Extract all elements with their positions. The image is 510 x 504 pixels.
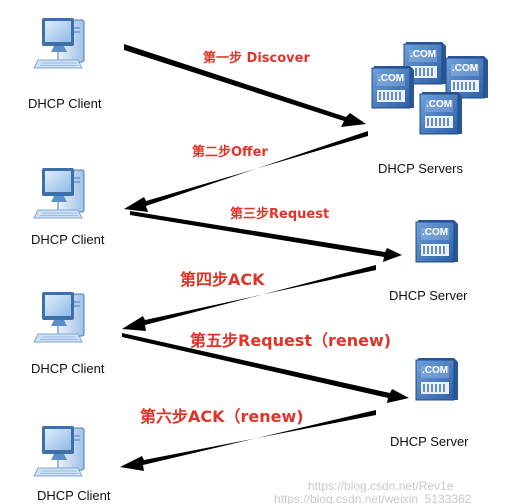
arrow-ack [122,265,376,331]
arrow-discover [124,44,366,127]
server-badge: .COM [378,73,404,84]
step-label-3: 第三步Request [230,206,329,222]
server-icon-2: .COM [415,357,459,401]
server-label-3: DHCP Server [390,434,469,449]
client-computer-icon-3 [33,291,85,343]
watermark-line-1: https://blog.csdn.net/Rev1e [308,479,454,493]
server-label-1: DHCP Servers [378,161,464,176]
client-computer-icon-1 [33,17,85,69]
step-label-6: 第六步ACK（renew) [140,407,304,426]
server-badge: .COM [422,365,448,376]
client-computer-icon-2 [33,167,85,219]
client-label-4: DHCP Client [37,488,111,503]
step-label-5: 第五步Request（renew) [190,331,391,350]
client-label-2: DHCP Client [31,232,105,247]
step-label-4: 第四步ACK [180,270,265,289]
watermark-line-2: https://blog.csdn.net/weixin_5133362 [274,492,472,504]
client-label-3: DHCP Client [31,361,105,376]
server-label-2: DHCP Server [389,288,468,303]
arrow-request [130,211,402,262]
step-label-2: 第二步Offer [192,144,268,160]
arrow-offer [124,131,368,212]
client-label-1: DHCP Client [28,96,102,111]
server-icon-1: .COM [415,219,459,263]
client-computer-icon-4 [33,425,85,477]
server-badge: .COM [410,49,436,60]
server-badge: .COM [426,99,452,110]
step-label-1: 第一步 Discover [203,50,310,66]
arrow-request-renew [122,333,409,403]
arrow-ack-renew [120,410,376,471]
server-badge: .COM [422,227,448,238]
arrows [120,44,409,471]
server-cluster-icon: .COM .COM .COM .COM [371,41,489,135]
server-badge: .COM [452,63,478,74]
